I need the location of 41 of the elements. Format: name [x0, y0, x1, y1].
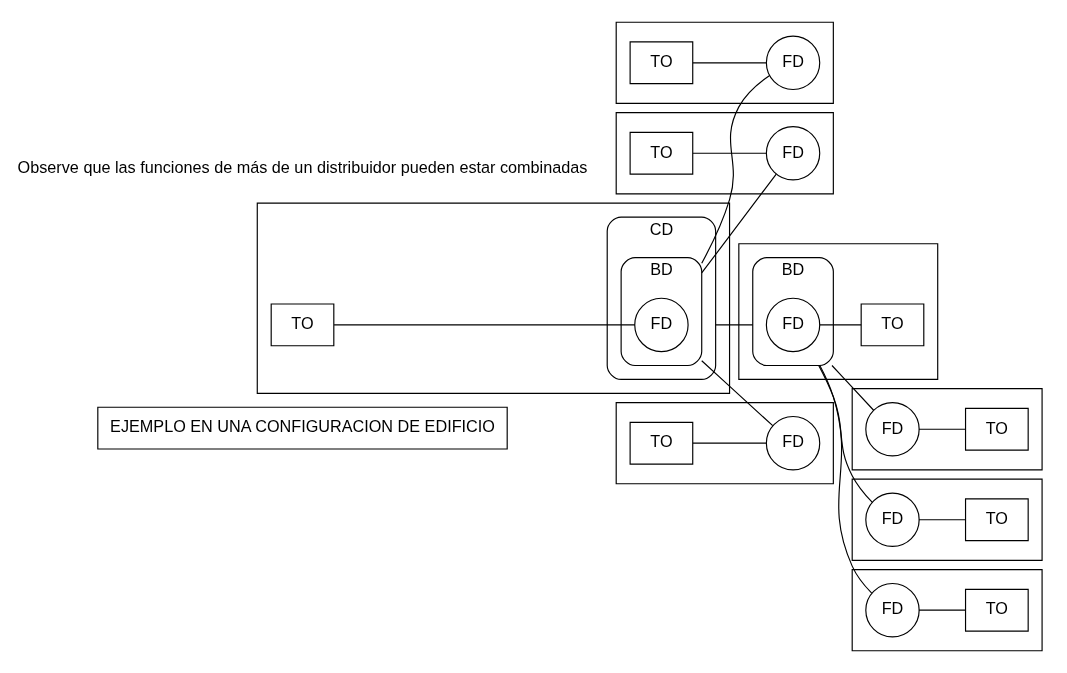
node-circle: FD [864, 492, 920, 547]
node-box: TO [629, 421, 693, 465]
node-circle: FD [633, 297, 689, 353]
cluster [615, 402, 834, 485]
connector [818, 364, 872, 594]
connector [700, 74, 770, 264]
connector [917, 609, 966, 611]
connector [917, 428, 966, 430]
cluster [737, 243, 938, 380]
connector [691, 152, 767, 154]
connector [691, 62, 767, 64]
node-box: TO [964, 407, 1029, 451]
cluster [851, 569, 1043, 652]
node-circle: FD [864, 402, 920, 457]
cluster [851, 388, 1043, 471]
connector [700, 173, 777, 274]
node-box: TO [964, 588, 1029, 632]
connector [830, 364, 874, 411]
connector [714, 324, 753, 326]
node-circle: FD [765, 297, 820, 353]
connector [818, 324, 862, 326]
cluster [615, 21, 834, 104]
connector [917, 519, 966, 521]
node-box: TO [629, 131, 693, 175]
connector [817, 364, 873, 503]
connector [691, 442, 767, 444]
node-box: TO [964, 498, 1029, 542]
node-circle: FD [765, 126, 820, 181]
connector [700, 360, 773, 427]
cluster [615, 112, 834, 195]
node-circle: FD [765, 35, 820, 91]
node-box: EJEMPLO EN UNA CONFIGURACION DE EDIFICIO [96, 406, 508, 450]
node-circle: FD [864, 582, 920, 638]
node-box: TO [629, 41, 693, 85]
node-circle: FD [765, 415, 820, 471]
cluster [851, 478, 1043, 561]
node-box: TO [270, 303, 334, 347]
cluster [256, 202, 730, 394]
node-box: TO [860, 303, 924, 347]
connector [333, 324, 635, 326]
label: Observe que las funciones de más de un distribuidor pueden estar combinadas [17, 157, 587, 176]
